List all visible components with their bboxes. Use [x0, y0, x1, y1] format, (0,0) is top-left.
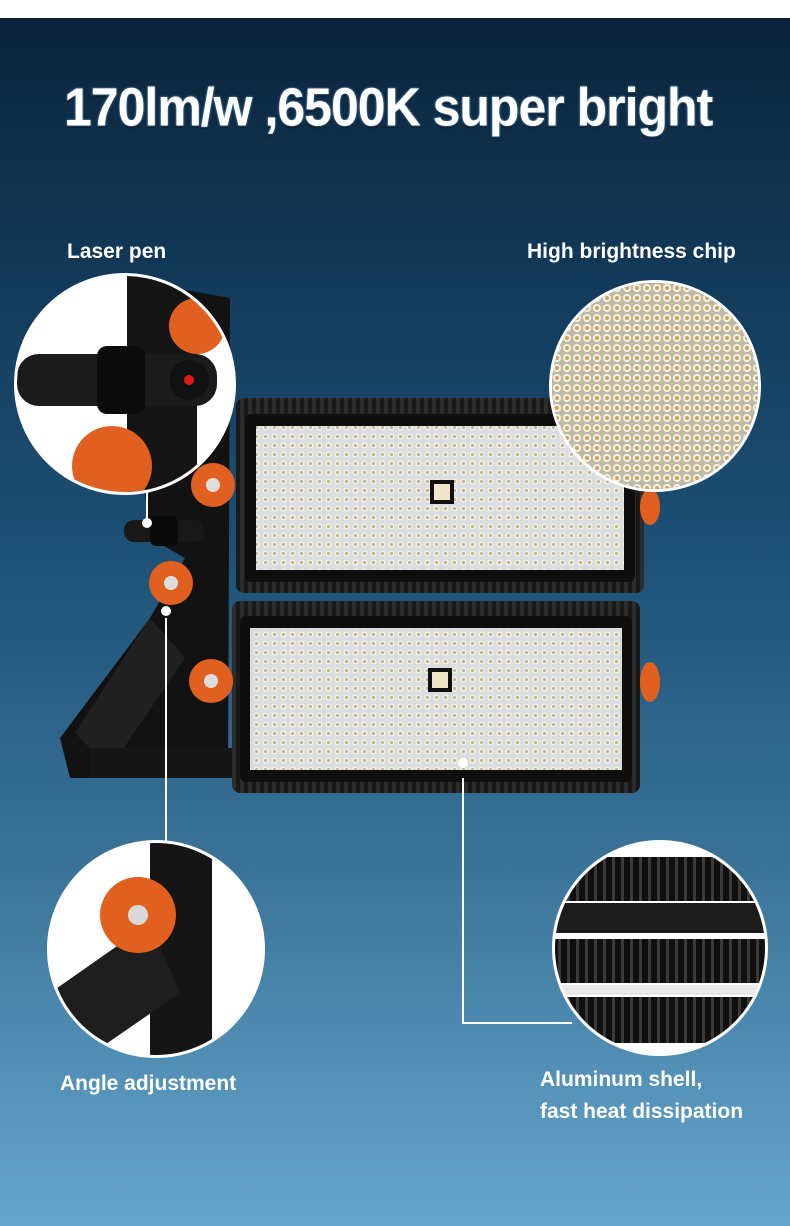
heat-sink-icon: [555, 857, 765, 1043]
angle-label: Angle adjustment: [60, 1072, 237, 1095]
angle-detail-circle: [47, 840, 265, 1058]
leader-line-shell-vertical: [462, 778, 464, 1024]
headline: 170lm/w ,6500K super bright: [64, 77, 713, 138]
shell-label-line2: fast heat dissipation: [540, 1100, 744, 1123]
leader-line-laser: [146, 488, 148, 524]
chip-label: High brightness chip: [527, 240, 736, 263]
floodlight-product-image: [60, 278, 660, 793]
shell-label-line1: Aluminum shell,: [540, 1068, 703, 1091]
led-chip-icon: [552, 283, 758, 489]
angle-knob-icon: [50, 843, 212, 1055]
laser-pen-detail-circle: [14, 273, 236, 495]
shell-detail-circle: [552, 840, 768, 1056]
laser-pen-icon: [17, 276, 225, 492]
leader-dot-shell: [458, 758, 468, 768]
product-poster: 170lm/w ,6500K super bright: [0, 18, 790, 1226]
chip-detail-circle: [549, 280, 761, 492]
laser-pen-label: Laser pen: [67, 240, 167, 263]
leader-line-angle: [165, 618, 167, 858]
leader-line-shell-horizontal: [462, 1022, 572, 1024]
leader-dot-angle: [161, 606, 171, 616]
leader-dot-laser: [142, 518, 152, 528]
